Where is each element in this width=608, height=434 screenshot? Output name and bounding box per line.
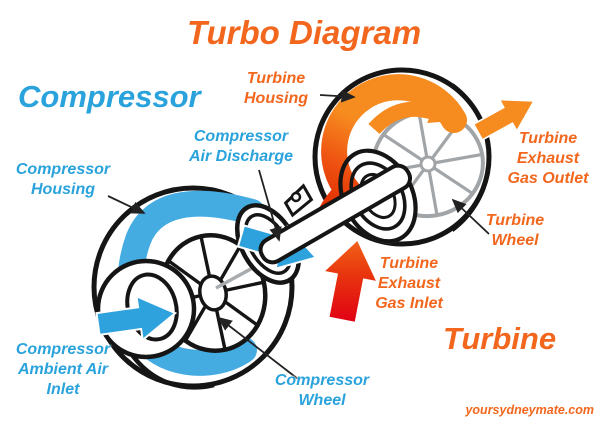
compressor-wheel-pointer xyxy=(217,316,299,380)
connecting-shaft-shape xyxy=(258,163,413,265)
label-turbine-exhaust-gas-inlet: Turbine Exhaust Gas Inlet xyxy=(375,254,443,314)
pointer-lines xyxy=(107,89,490,380)
label-line: Wheel xyxy=(491,232,539,249)
label-compressor-ambient-air-inlet: Compressor Ambient Air Inlet xyxy=(16,340,110,400)
label-line: Air Discharge xyxy=(188,148,294,165)
turbine-housing-pointer xyxy=(319,89,356,103)
watermark-text: yoursydneymate.com xyxy=(465,403,594,417)
label-line: Compressor xyxy=(15,161,111,178)
compressor-housing-pointer xyxy=(107,195,146,214)
turbine-assembly xyxy=(312,67,492,247)
page-title: Turbo Diagram xyxy=(186,14,422,51)
label-compressor-housing: Compressor Housing xyxy=(16,160,110,200)
label-line: Gas Inlet xyxy=(375,295,443,312)
label-line: Exhaust xyxy=(377,275,441,292)
label-line: Turbine xyxy=(485,212,545,229)
compressor-inlet-cone-shape xyxy=(128,350,215,390)
label-line: Compressor xyxy=(193,128,289,145)
label-line: Exhaust xyxy=(516,150,580,167)
turbine-inner-flow-arrow xyxy=(368,101,453,135)
shaft-mount-lug-shape xyxy=(283,183,314,218)
label-compressor-air-discharge: Compressor Air Discharge xyxy=(189,127,293,167)
center-linkage xyxy=(233,84,544,327)
turbine-section-heading: Turbine xyxy=(443,321,557,356)
label-line: Housing xyxy=(31,181,95,198)
label-turbine-exhaust-gas-outlet: Turbine Exhaust Gas Outlet xyxy=(508,129,589,189)
label-line: Inlet xyxy=(46,381,80,398)
label-line: Turbine xyxy=(246,70,306,87)
label-line: Turbine xyxy=(518,130,578,147)
label-turbine-housing: Turbine Housing xyxy=(244,69,308,109)
label-compressor-wheel: Compressor Wheel xyxy=(275,371,369,411)
label-turbine-wheel: Turbine Wheel xyxy=(486,211,544,251)
label-line: Compressor xyxy=(274,372,370,389)
label-line: Housing xyxy=(244,90,308,107)
label-line: Ambient Air xyxy=(17,361,109,378)
compressor-section-heading: Compressor xyxy=(18,79,201,114)
turbine-wheel-pointer xyxy=(451,198,490,235)
label-line: Compressor xyxy=(15,341,111,358)
exhaust-gas-inlet-arrow xyxy=(314,233,386,327)
label-line: Gas Outlet xyxy=(507,170,589,187)
label-line: Wheel xyxy=(298,392,346,409)
label-line: Turbine xyxy=(379,255,439,272)
air-discharge-pointer xyxy=(258,169,282,242)
